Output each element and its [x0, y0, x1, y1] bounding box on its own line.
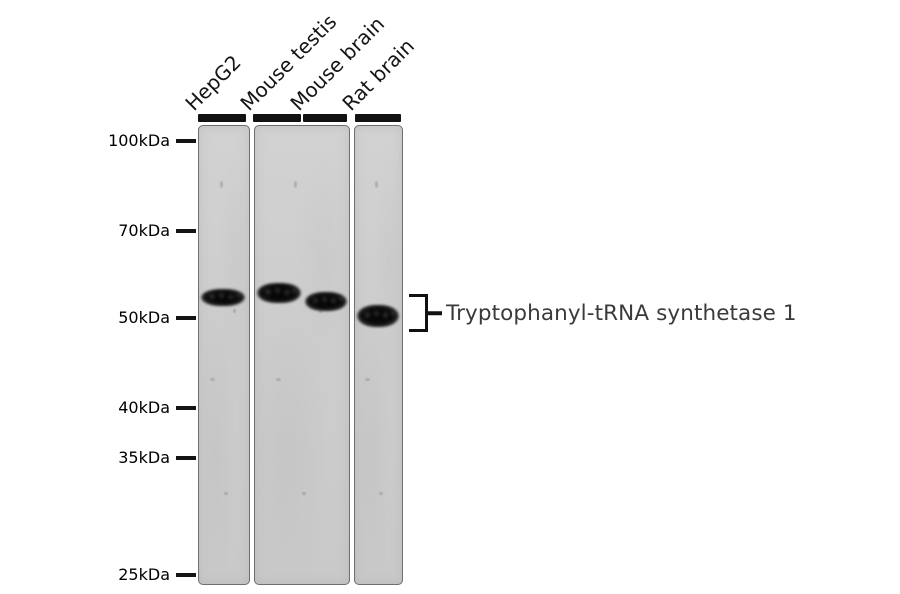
membrane-speck: [220, 180, 223, 188]
membrane-speck: [210, 377, 215, 381]
mw-tick-mark: [176, 316, 196, 320]
mw-marker-label: 100kDa: [108, 131, 170, 150]
mw-tick-mark: [176, 139, 196, 143]
band-texture: [383, 312, 389, 318]
well-bar-2: [253, 114, 301, 122]
band-texture: [274, 288, 280, 294]
protein-band-4: [357, 305, 399, 327]
lane-label-1: HepG2: [180, 50, 246, 116]
mw-tick-mark: [176, 573, 196, 577]
band-texture: [312, 297, 319, 303]
band-texture: [292, 288, 297, 293]
protein-band-3: [305, 292, 347, 311]
protein-band-2: [257, 283, 301, 303]
target-protein-annotation: Tryptophanyl-tRNA synthetase 1: [409, 294, 797, 332]
panel-hepg2: [198, 125, 250, 585]
membrane-speck: [378, 492, 383, 496]
mw-marker-label: 70kDa: [118, 221, 170, 240]
band-texture: [208, 294, 216, 299]
band-texture: [331, 298, 337, 303]
well-bar-3: [303, 114, 347, 122]
band-texture: [390, 311, 395, 316]
bracket-stem: [428, 311, 442, 315]
mw-marker-label: 40kDa: [118, 398, 170, 417]
well-bar-1: [198, 114, 246, 122]
band-texture: [338, 297, 343, 302]
protein-band-1: [201, 289, 245, 306]
band-core: [204, 292, 242, 303]
mw-tick-mark: [176, 229, 196, 233]
mw-tick-mark: [176, 456, 196, 460]
well-bar-4: [355, 114, 401, 122]
membrane-speck: [294, 180, 298, 188]
band-texture: [321, 296, 327, 302]
band-texture: [373, 310, 379, 317]
band-texture: [284, 289, 290, 295]
band-texture: [364, 311, 371, 318]
membrane-speck: [224, 492, 228, 496]
band-texture: [264, 289, 272, 295]
membrane-speck: [275, 377, 281, 381]
membrane-speck: [302, 492, 306, 496]
membrane-speck: [374, 180, 378, 188]
square-bracket-icon: [409, 294, 442, 332]
target-protein-label: Tryptophanyl-tRNA synthetase 1: [446, 300, 797, 326]
band-core: [359, 309, 397, 323]
mw-marker-label: 25kDa: [118, 565, 170, 584]
membrane-speck: [318, 309, 322, 314]
membrane-speck: [365, 377, 371, 381]
mw-tick-mark: [176, 406, 196, 410]
band-texture: [236, 293, 241, 298]
panel-rat-brain: [354, 125, 403, 585]
panel-mouse-testis-brain: [254, 125, 350, 585]
band-texture: [218, 293, 224, 298]
membrane-speck: [233, 309, 236, 314]
band-core: [307, 296, 345, 307]
mw-marker-label: 50kDa: [118, 308, 170, 327]
band-core: [260, 287, 298, 299]
band-texture: [228, 294, 234, 299]
mw-marker-label: 35kDa: [118, 448, 170, 467]
